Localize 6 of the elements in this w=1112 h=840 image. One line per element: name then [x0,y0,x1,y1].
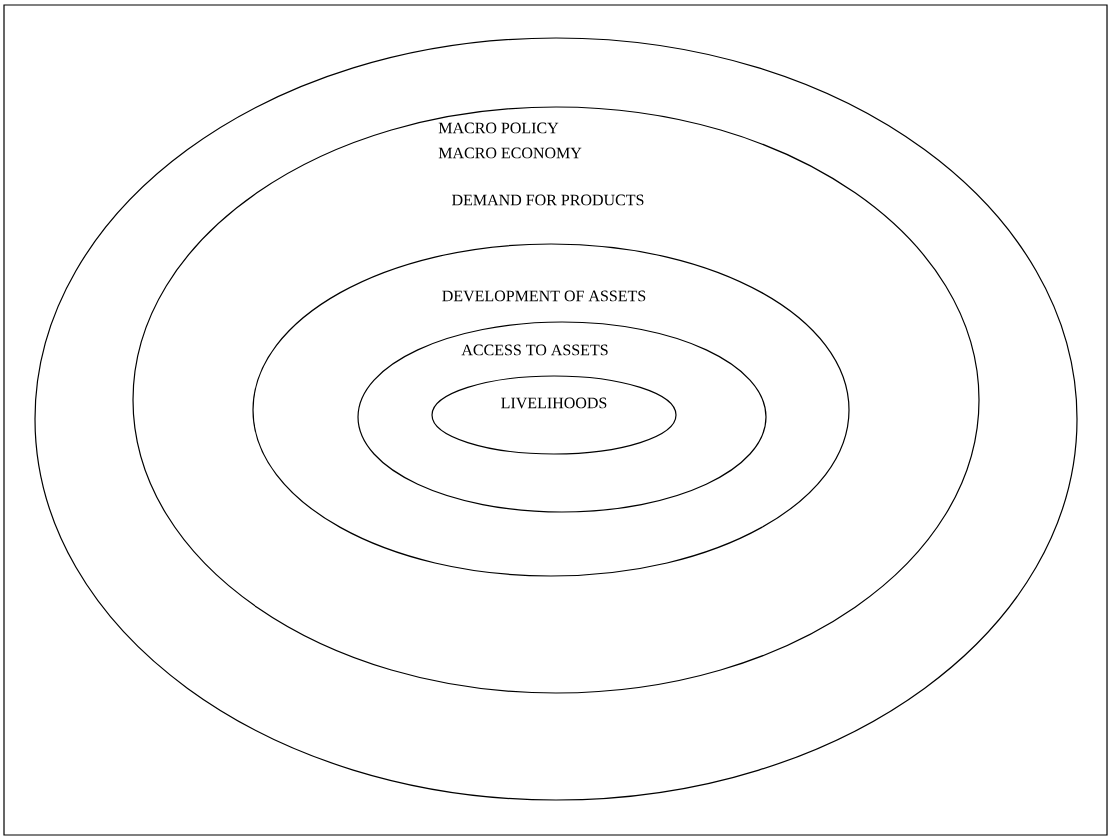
ring-label: MACRO POLICY [438,122,559,134]
ring-label: DEMAND FOR PRODUCTS [452,194,644,206]
ring-label: LIVELIHOODS [501,397,607,409]
ring-label: ACCESS TO ASSETS [461,344,608,356]
ring-label: DEVELOPMENT OF ASSETS [442,290,646,302]
ring-label: MACRO ECONOMY [438,147,582,159]
